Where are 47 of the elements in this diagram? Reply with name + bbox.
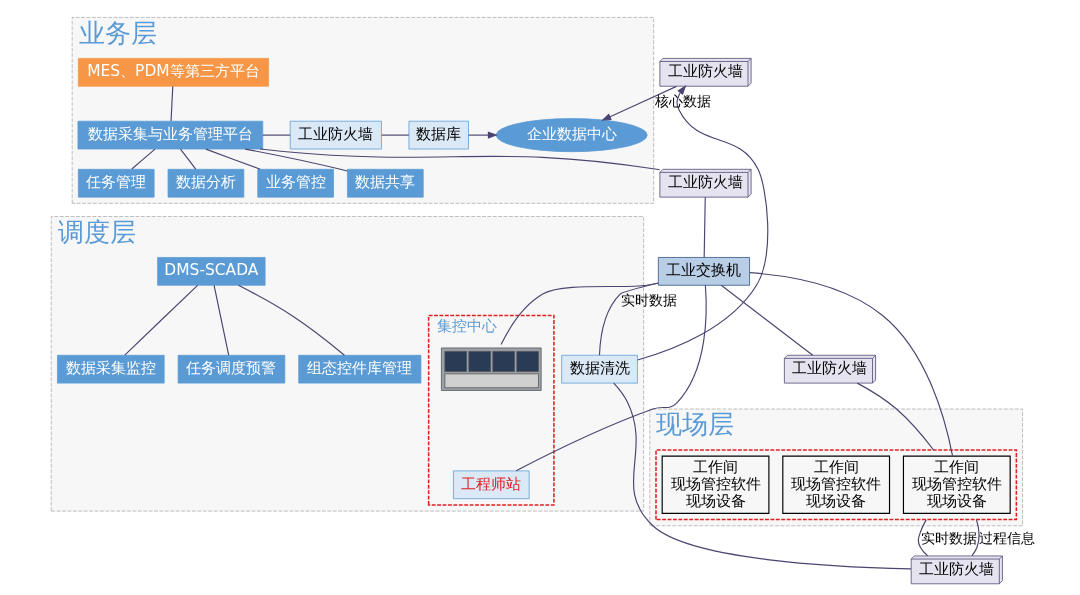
connector — [237, 284, 345, 356]
connector — [244, 148, 348, 172]
node-box: 组态控件库管理 — [298, 354, 422, 384]
node-box: 数据库 — [408, 120, 469, 150]
node-box: 数据共享 — [347, 168, 424, 198]
connector — [749, 272, 954, 457]
connector — [598, 282, 659, 356]
connector — [170, 85, 174, 122]
node-box: 数据采集与业务管理平台 — [77, 120, 264, 150]
connector — [381, 134, 410, 136]
edge-label: 实时数据 — [920, 530, 977, 547]
node-box: 工作间 现场管控软件 现场设备 — [902, 455, 1011, 514]
connector — [613, 382, 912, 570]
node-box: 任务调度预警 — [177, 354, 286, 384]
node-box: 工业交换机 — [657, 257, 750, 286]
edge-label: 过程信息 — [978, 530, 1035, 547]
node-box: 数据采集监控 — [57, 354, 165, 384]
arrow — [468, 131, 498, 139]
edge-label: 核心数据 — [654, 92, 711, 109]
edge-label: 实时数据 — [620, 291, 677, 308]
node-box: 数据清洗 — [561, 354, 638, 384]
connector — [515, 284, 707, 472]
connector — [131, 148, 156, 170]
connector — [124, 284, 199, 356]
node-box: 工业防火墙 — [289, 120, 382, 150]
connector — [213, 284, 230, 356]
node-box: MES、PDM等第三方平台 — [77, 58, 269, 87]
arrow — [601, 85, 678, 121]
connector — [856, 382, 935, 451]
cluster — [655, 449, 1018, 521]
connector — [971, 519, 980, 557]
node-box: 工程师站 — [453, 470, 530, 500]
node-box: 业务管控 — [257, 168, 334, 198]
node-box: 工作间 现场管控软件 现场设备 — [661, 455, 770, 514]
connector — [205, 148, 261, 170]
node-box: 数据分析 — [167, 168, 245, 198]
node-box: 任务管理 — [77, 168, 155, 198]
node-ellipse: 企业数据中心 — [495, 118, 648, 153]
connector — [720, 284, 814, 356]
connector — [259, 148, 661, 171]
arrow — [637, 84, 769, 361]
connector — [262, 134, 291, 136]
connector — [917, 519, 929, 557]
connector — [179, 148, 197, 170]
node-box: 工作间 现场管控软件 现场设备 — [782, 455, 891, 514]
node-box: DMS-SCADA — [157, 257, 266, 286]
connector — [703, 196, 706, 258]
